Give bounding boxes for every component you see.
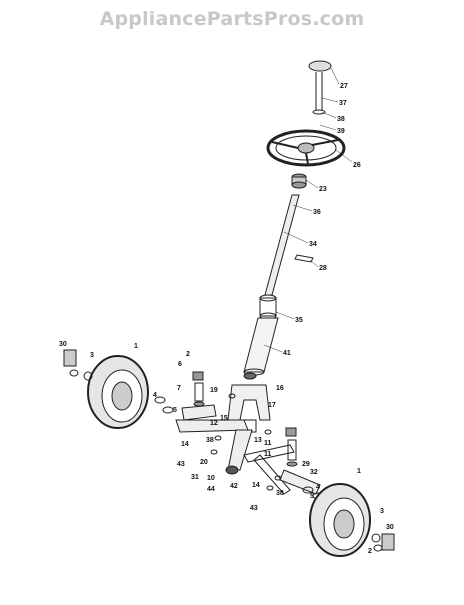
callout-label: 42 [230, 483, 238, 490]
callout-label: 43 [177, 461, 185, 468]
callout-label: 5 [310, 493, 314, 500]
callout-label: 32 [310, 469, 318, 476]
callout-label: 14 [252, 482, 260, 489]
callout-label: 7 [177, 385, 181, 392]
left-spindle-part [154, 371, 217, 421]
callout-label: 20 [200, 459, 208, 466]
callout-label: 43 [250, 505, 258, 512]
steering-shaft-part [264, 194, 314, 296]
callout-label: 41 [283, 350, 291, 357]
right-wheel-part [309, 483, 395, 557]
watermark-text: AppliancePartsPros.com [99, 8, 365, 30]
callout-label: 11 [264, 440, 272, 447]
callout-label: 31 [191, 474, 199, 481]
callout-label: 38 [337, 116, 345, 123]
callout-label: 30 [59, 341, 67, 348]
callout-label: 23 [319, 186, 327, 193]
callout-label: 13 [254, 437, 262, 444]
callout-label: 3 [90, 352, 94, 359]
left-wheel-part [63, 349, 149, 429]
callout-label: 37 [339, 100, 347, 107]
bushing-part [291, 173, 307, 189]
callout-label: 27 [340, 83, 348, 90]
callout-label: 44 [207, 486, 215, 493]
callout-label: 4 [153, 392, 157, 399]
callout-label: 26 [353, 162, 361, 169]
hardware-parts [210, 393, 282, 491]
callout-label: 5 [173, 407, 177, 414]
callout-label: 1 [357, 468, 361, 475]
callout-label: 39 [337, 128, 345, 135]
callout-labels: 27 37 38 39 26 23 36 34 28 35 41 16 17 1… [59, 83, 394, 555]
callout-label: 19 [210, 387, 218, 394]
steering-wheel-part [266, 129, 346, 167]
callout-label: 16 [276, 385, 284, 392]
callout-label: 38 [276, 490, 284, 497]
front-axle-part [175, 419, 295, 495]
callout-label: 34 [309, 241, 317, 248]
callout-label: 2 [368, 548, 372, 555]
callout-label: 10 [207, 475, 215, 482]
callout-label: 12 [210, 420, 218, 427]
callout-label: 30 [386, 524, 394, 531]
callout-label: 1 [134, 343, 138, 350]
callout-label: 2 [186, 351, 190, 358]
callout-label: 28 [319, 265, 327, 272]
callout-label: 14 [181, 441, 189, 448]
callout-label: 29 [302, 461, 310, 468]
leader-lines [263, 67, 353, 353]
callout-label: 3 [380, 508, 384, 515]
callout-label: 6 [178, 361, 182, 368]
callout-label: 11 [264, 451, 272, 458]
callout-label: 17 [268, 402, 276, 409]
steering-cap-part [308, 60, 332, 115]
callout-label: 15 [220, 415, 228, 422]
callout-label: 4 [316, 484, 320, 491]
callout-label: 38 [206, 437, 214, 444]
callout-label: 35 [295, 317, 303, 324]
steering-column-part [243, 294, 279, 376]
callout-label: 36 [313, 209, 321, 216]
right-spindle-part [279, 427, 324, 500]
